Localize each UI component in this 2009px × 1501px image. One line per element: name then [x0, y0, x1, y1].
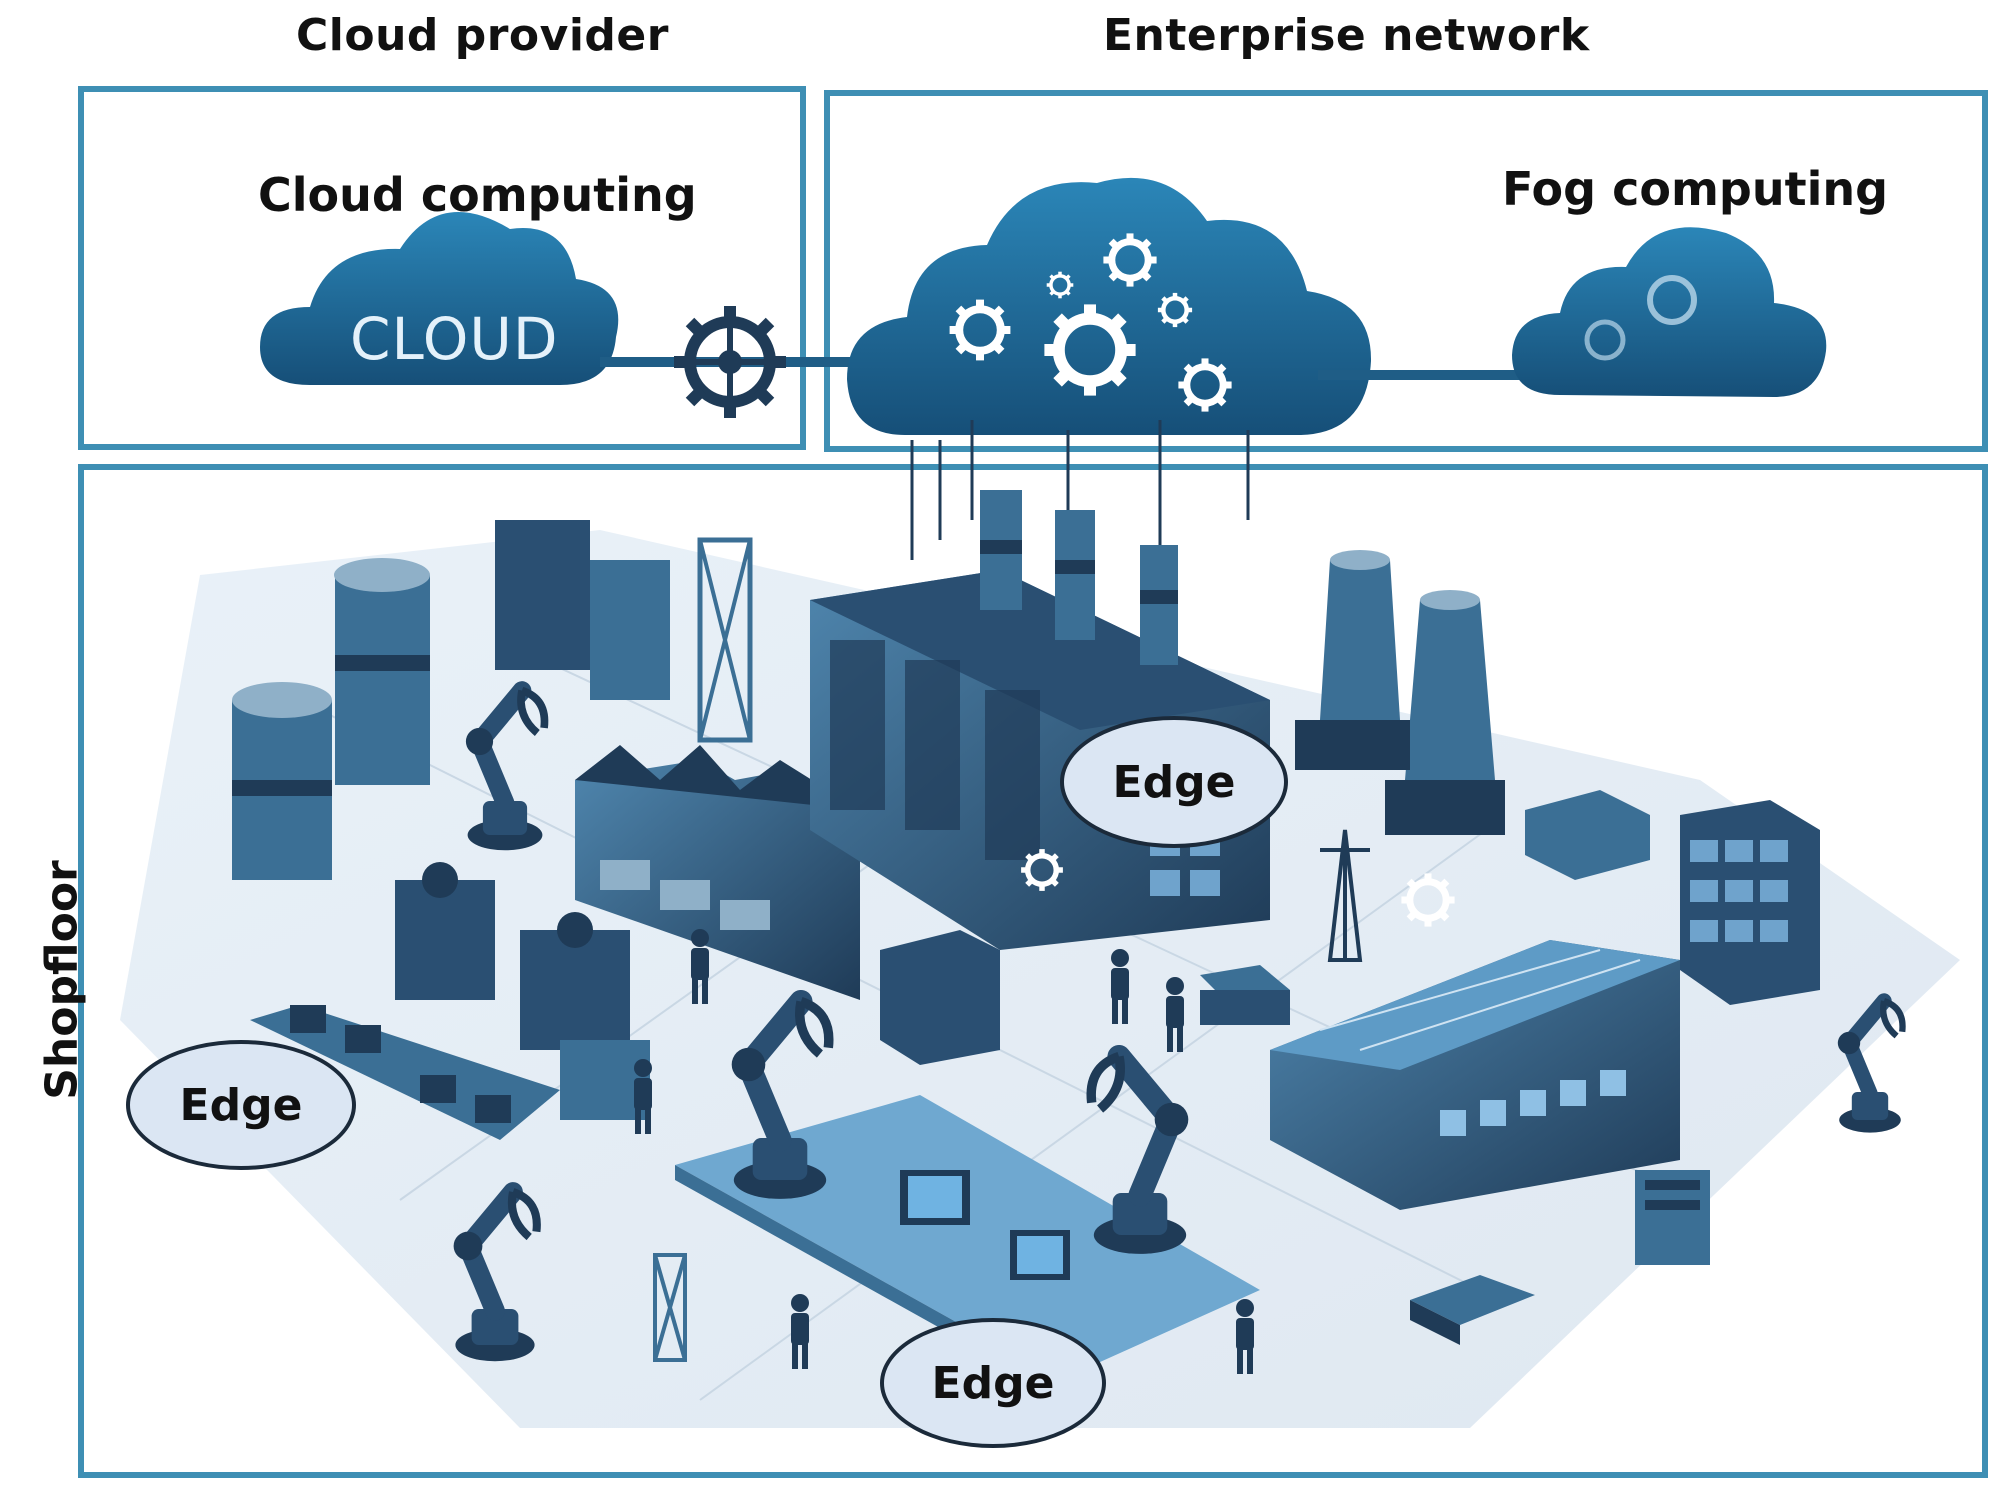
cooling-towers	[1295, 550, 1505, 835]
enterprise-cloud-icon	[847, 177, 1372, 435]
enterprise-network-zone	[824, 90, 1988, 452]
equipment-cabinet	[880, 930, 1290, 1065]
small-tower	[653, 1253, 687, 1362]
edge-label: Edge	[880, 1318, 1106, 1448]
cloud-computing-caption: Cloud computing	[258, 168, 697, 222]
tablet-device	[1410, 1275, 1535, 1345]
enterprise-network-title: Enterprise network	[1103, 10, 1590, 61]
fog-computing-caption: Fog computing	[1502, 162, 1889, 216]
warehouse-building	[1270, 940, 1680, 1210]
sawtooth-factory	[575, 745, 860, 1000]
monitor-conveyor	[250, 1005, 560, 1140]
edge-label: Edge	[126, 1040, 356, 1170]
fog-cloud-icon	[1512, 227, 1827, 397]
cloud-provider-zone	[78, 86, 806, 450]
machine-cluster	[395, 862, 650, 1120]
cloud-provider-cloud-icon	[260, 212, 619, 385]
edge-label: Edge	[1060, 716, 1288, 848]
control-box-group	[1525, 790, 1820, 1005]
gear-icon	[1206, 513, 1240, 547]
gear-icon	[674, 306, 786, 418]
cloud-provider-title: Cloud provider	[296, 10, 669, 61]
small-server	[1635, 1170, 1710, 1265]
cloud-icon-label: CLOUD	[350, 305, 559, 373]
data-center-building	[810, 490, 1270, 950]
cloud-drop-lines	[910, 420, 1250, 560]
shopfloor-zone	[78, 464, 1988, 1478]
silo-group	[232, 558, 430, 880]
transmission-tower	[1320, 829, 1370, 962]
server-rack-group	[495, 520, 753, 743]
